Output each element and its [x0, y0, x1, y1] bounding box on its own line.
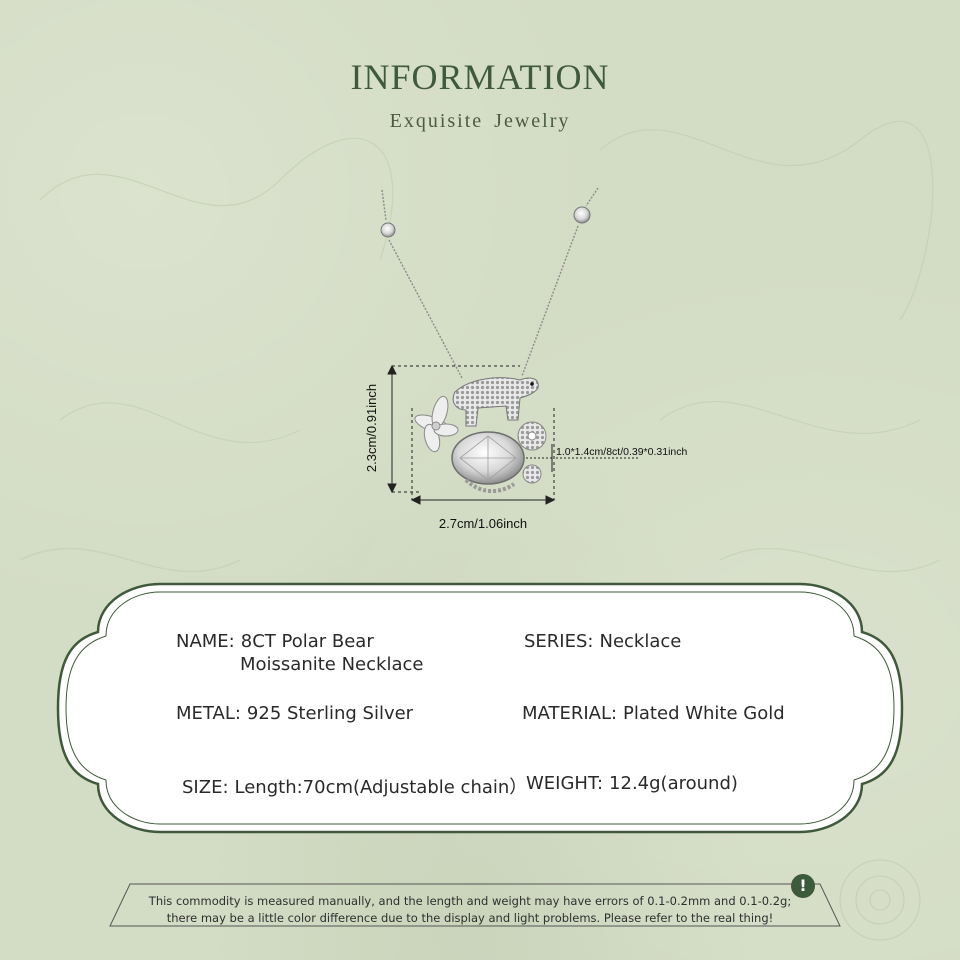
- oval-moissanite: [451, 431, 525, 493]
- metal-field: METAL:925 Sterling Silver: [176, 703, 413, 724]
- dimension-lines: [387, 364, 640, 505]
- series-label: SERIES:: [524, 631, 594, 652]
- width-label: 2.7cm/1.06inch: [439, 516, 527, 531]
- weight-label: WEIGHT:: [526, 773, 604, 794]
- name-label: NAME:: [176, 631, 235, 652]
- series-field: SERIES:Necklace: [524, 631, 681, 652]
- stone-size-label: 1.0*1.4cm/8ct/0.39*0.31inch: [556, 446, 687, 458]
- name-field: NAME:8CT Polar Bear: [176, 631, 374, 652]
- size-value: Length:70cm(Adjustable chain）: [234, 777, 528, 798]
- necklace-chain: [381, 187, 599, 379]
- metal-label: METAL:: [176, 703, 241, 724]
- name-value-line2: Moissanite Necklace: [240, 654, 424, 675]
- height-label: 2.3cm/0.91inch: [364, 384, 379, 472]
- material-label: MATERIAL:: [522, 703, 618, 724]
- material-field: MATERIAL:Plated White Gold: [522, 703, 785, 724]
- disclaimer-line-1: This commodity is measured manually, and…: [148, 894, 792, 908]
- series-value: Necklace: [599, 631, 682, 652]
- name-value: 8CT Polar Bear: [240, 631, 374, 652]
- metal-value: 925 Sterling Silver: [246, 703, 414, 724]
- size-field: SIZE:Length:70cm(Adjustable chain）: [182, 773, 527, 799]
- flower-left: [414, 395, 459, 453]
- weight-value: 12.4g(around): [609, 773, 738, 794]
- page-subtitle: Exquisite Jewelry: [389, 110, 571, 132]
- size-label: SIZE:: [182, 777, 229, 798]
- product-image: 2.3cm/0.91inch 2.7cm/1.06inch 1.0*1.4cm/…: [364, 187, 687, 531]
- snowflake-right: [517, 421, 547, 484]
- weight-field: WEIGHT:12.4g(around): [526, 773, 738, 794]
- page-title: INFORMATION: [350, 57, 610, 97]
- exclamation-icon: !: [791, 874, 815, 898]
- material-value: Plated White Gold: [623, 703, 785, 724]
- chain-stones: [380, 206, 591, 238]
- polar-bear-pendant: [452, 377, 539, 427]
- disclaimer-notice: This commodity is measured manually, and…: [110, 893, 830, 927]
- disclaimer-line-2: there may be a little color difference d…: [166, 911, 774, 925]
